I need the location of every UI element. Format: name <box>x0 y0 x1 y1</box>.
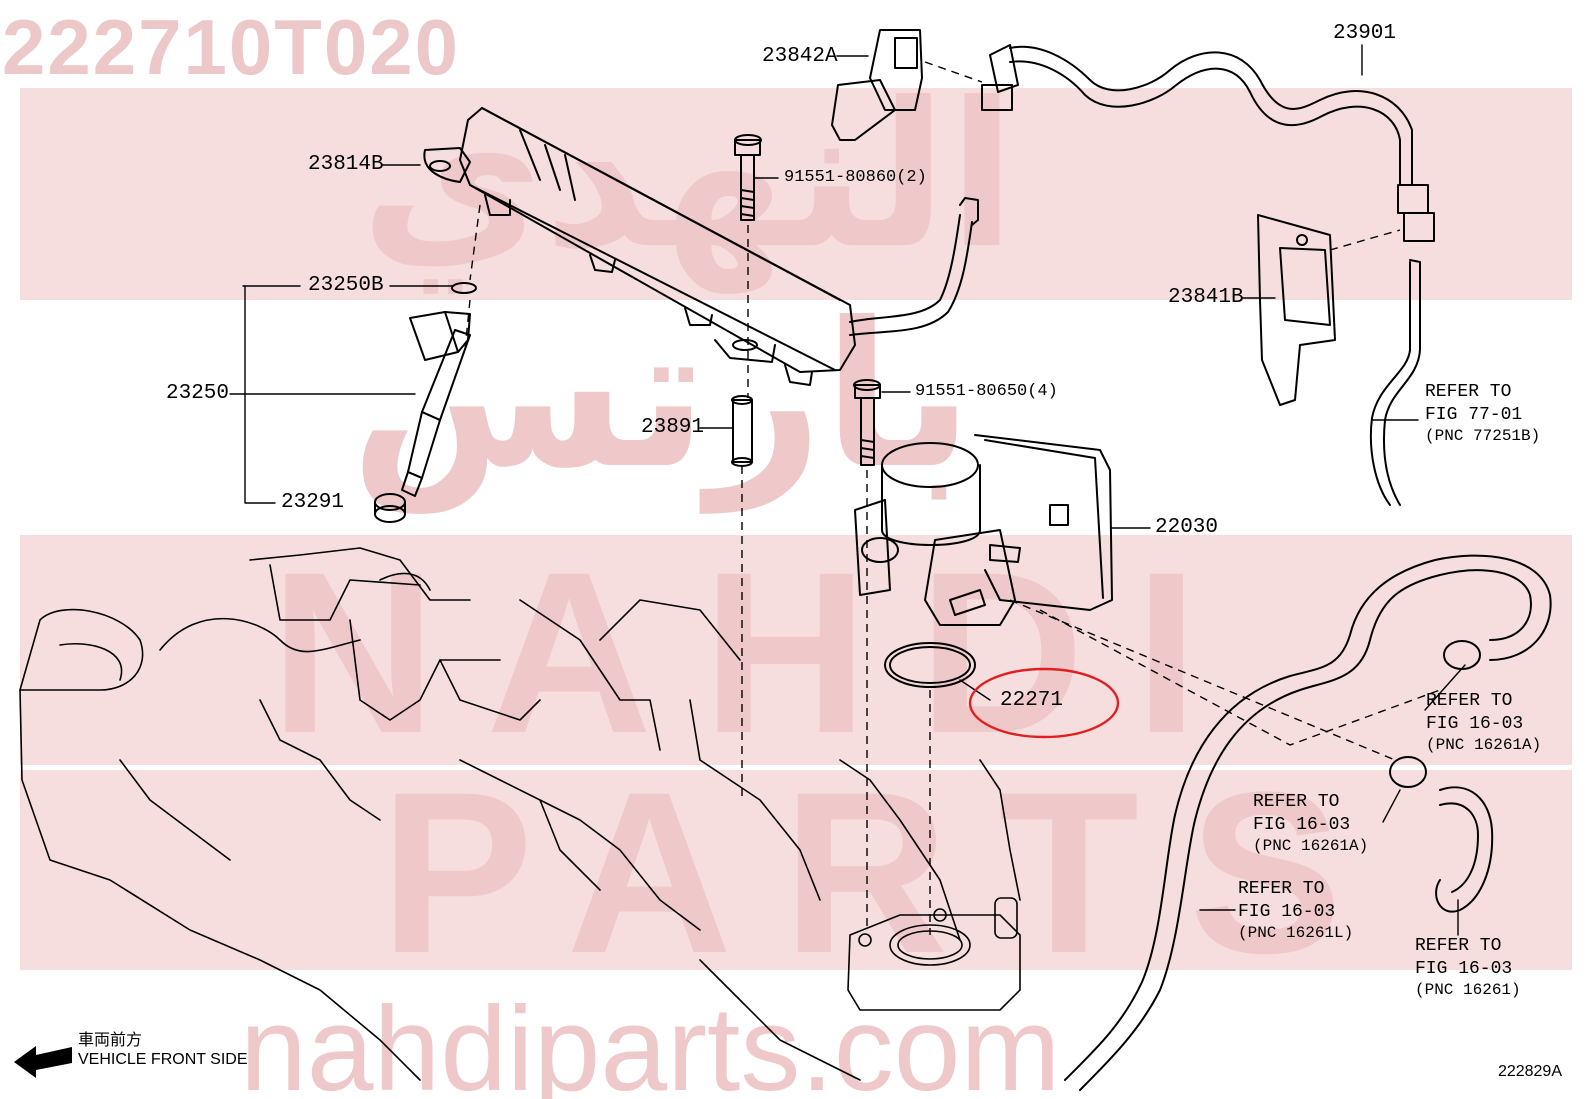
figure-id: 222829A <box>1497 1063 1562 1080</box>
watermark-band-bottom <box>20 770 1572 970</box>
collar-23891 <box>731 395 753 467</box>
heater-hose-right <box>1064 554 1552 1091</box>
fuel-delivery-pipe <box>423 107 979 386</box>
label-91551-80650: 91551-80650(4) <box>915 382 1058 401</box>
label-22271: 22271 <box>1000 689 1064 712</box>
watermark-band-top <box>20 88 1572 300</box>
label-23891: 23891 <box>641 416 705 439</box>
label-23814B: 23814B <box>308 153 384 176</box>
watermark-arabic-1: النهدي <box>360 60 1017 293</box>
label-23842A: 23842A <box>762 45 838 68</box>
label-22030: 22030 <box>1155 516 1219 539</box>
direction-en: VEHICLE FRONT SIDE <box>78 1051 248 1068</box>
hose-23901 <box>981 44 1435 242</box>
gasket-22271 <box>884 642 976 688</box>
connector-23842A <box>831 29 923 141</box>
label-23291: 23291 <box>281 491 345 514</box>
label-23901: 23901 <box>1333 22 1397 45</box>
bolt-91551-80860 <box>734 134 762 221</box>
throttle-body-22030 <box>854 434 1113 626</box>
intake-manifold <box>19 547 1021 1081</box>
hose-clamp <box>1443 640 1481 670</box>
label-23250: 23250 <box>166 382 230 405</box>
direction-jp: 車両前方 <box>78 1030 143 1049</box>
watermark-url: nahdiparts.com <box>240 982 1061 1099</box>
part-number-title: 222710T020 <box>2 3 461 91</box>
heater-hose-small <box>1389 756 1494 913</box>
bracket-23841B <box>1257 214 1336 406</box>
fuel-injector-23250 <box>401 282 477 497</box>
bolt-91551-80650 <box>853 379 881 466</box>
label-23841B: 23841B <box>1168 286 1244 309</box>
label-23250B: 23250B <box>308 274 384 297</box>
seal-23291 <box>374 493 406 523</box>
highlight-22271 <box>968 667 1120 739</box>
label-91551-80860: 91551-80860(2) <box>784 168 927 187</box>
vehicle-front-side-label: 車両前方 VEHICLE FRONT SIDE <box>78 1030 248 1070</box>
leader-lines <box>229 44 1466 936</box>
left-arrow-icon <box>14 1046 72 1078</box>
